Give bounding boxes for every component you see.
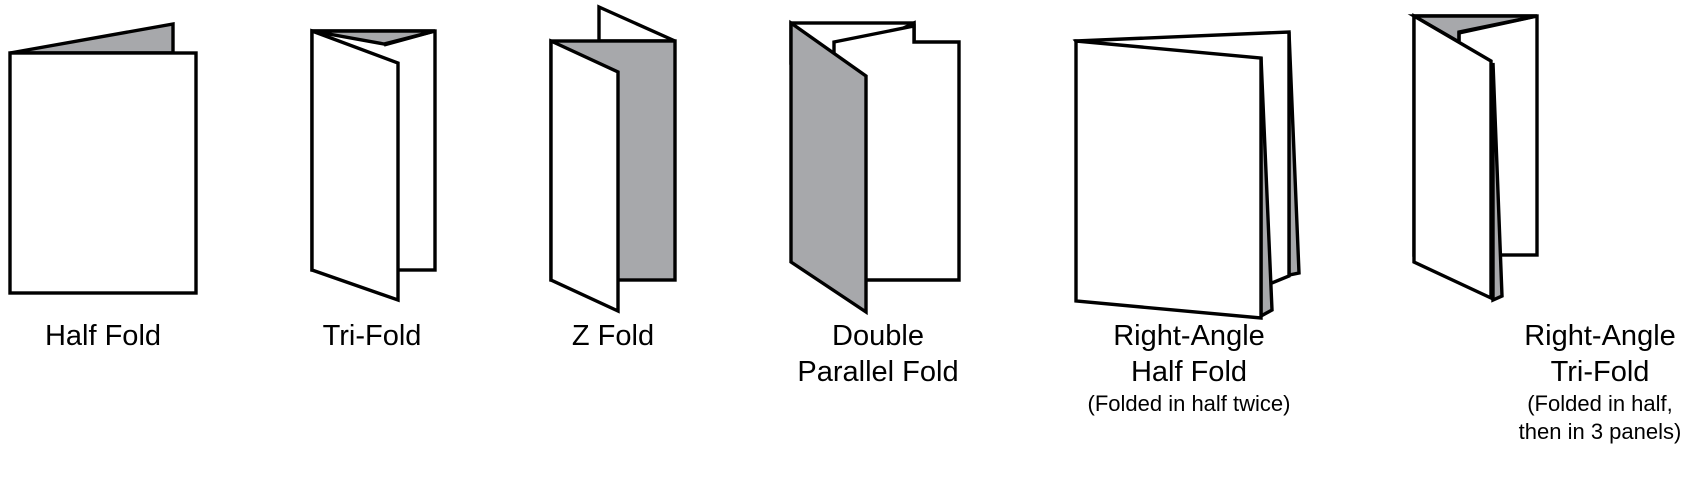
right-angle-tri-front-panel: [1412, 13, 1493, 301]
right-angle-half-subtitle: (Folded in half twice): [1087, 391, 1291, 416]
right-angle-half-fold-label: Right-Angle Half Fold (Folded in half tw…: [1076, 318, 1302, 418]
double-parallel-fold-label: Double Parallel Fold: [780, 318, 976, 390]
half-fold-back-panel: [9, 21, 175, 55]
right-angle-tri-title-line-2: Tri-Fold: [1550, 356, 1650, 388]
double-parallel-title-line-1: Double: [832, 320, 924, 352]
tri-fold-front-panel: [310, 28, 400, 303]
right-angle-tri-title-line-1: Right-Angle: [1524, 320, 1676, 352]
tri-fold-title: Tri-Fold: [322, 320, 422, 352]
z-fold-label: Z Fold: [537, 318, 689, 354]
right-angle-tri-fold-label: Right-Angle Tri-Fold (Folded in half, th…: [1500, 318, 1700, 446]
tri-fold-inner-panel-top: [383, 29, 436, 47]
half-fold-title: Half Fold: [44, 320, 162, 352]
right-angle-half-front-panel: [1074, 39, 1263, 320]
z-fold-back-flap: [597, 4, 676, 43]
right-angle-half-title-line-2: Half Fold: [1130, 356, 1248, 388]
tri-fold-illustration: [310, 28, 437, 303]
right-angle-tri-inner-top: [1457, 14, 1538, 41]
right-angle-tri-middle-edge: [1491, 62, 1504, 303]
half-fold-illustration: [8, 21, 198, 295]
z-fold-illustration: [549, 4, 677, 314]
right-angle-tri-fold-illustration: [1407, 13, 1539, 303]
double-parallel-title-line-2: Parallel Fold: [797, 356, 959, 388]
half-fold-label: Half Fold: [0, 318, 206, 354]
double-parallel-fold-illustration: [789, 19, 961, 316]
z-fold-front-panel: [549, 38, 620, 314]
right-angle-half-title-line-1: Right-Angle: [1113, 320, 1265, 352]
right-angle-tri-subtitle-line-2: then in 3 panels): [1518, 419, 1682, 444]
z-fold-title: Z Fold: [571, 320, 655, 352]
double-parallel-front-panel: [789, 19, 868, 316]
half-fold-front-panel: [8, 51, 198, 295]
tri-fold-label: Tri-Fold: [296, 318, 448, 354]
right-angle-half-fold-illustration: [1072, 30, 1301, 320]
right-angle-tri-subtitle-line-1: (Folded in half,: [1527, 391, 1673, 416]
